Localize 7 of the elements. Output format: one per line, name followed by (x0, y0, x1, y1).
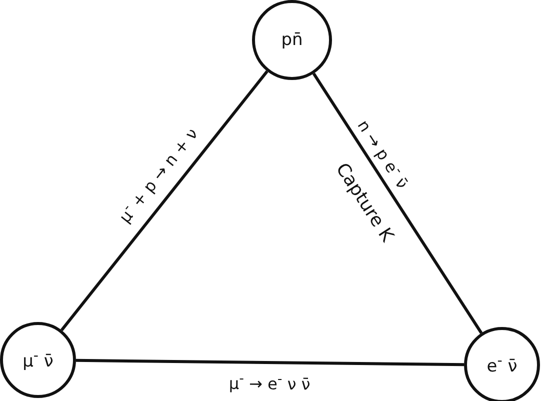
particle-label: μ$^{-}$ ν̄ (22, 348, 54, 372)
connector-line (60, 70, 268, 332)
particle-label: pn̄ (281, 30, 303, 50)
connector-line (76, 358, 464, 366)
edge-label: μ$^{-}$ → e$^{-}$ ν ν̄ (229, 372, 311, 394)
connector-line (312, 72, 483, 334)
particle-label: e$^{-}$ ν̄ (486, 353, 518, 377)
